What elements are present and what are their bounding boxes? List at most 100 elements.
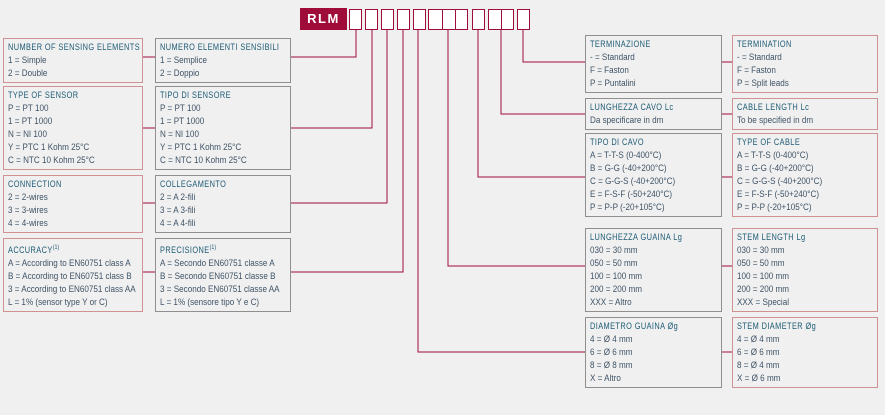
connector-termination — [522, 30, 585, 63]
table-rows: 2 = 2-wires 3 = 3-wires 4 = 4-wires — [8, 191, 138, 230]
table-row: 100 = 100 mm — [737, 271, 790, 281]
table-row: Y = PTC 1 Kohm 25°C — [160, 142, 242, 152]
table-row: P = P-P (-20+105°C) — [590, 202, 665, 212]
table-row: F = Faston — [590, 65, 629, 75]
table-row: A = Secondo EN60751 classe A — [160, 258, 275, 268]
code-box-cable-type — [472, 9, 485, 30]
table-row: 1 = PT 1000 — [8, 116, 53, 126]
table-row: L = 1% (sensor type Y or C) — [8, 297, 108, 307]
table-row: 6 = Ø 6 mm — [737, 347, 780, 357]
table-title: ACCURACY(1) — [8, 244, 60, 255]
table-row: 3 = According to EN60751 class AA — [8, 284, 136, 294]
table-row: P = PT 100 — [160, 103, 201, 113]
table-row: 2 = 2-wires — [8, 192, 48, 202]
table-row: 1 = PT 1000 — [160, 116, 205, 126]
table-row: 2 = Doppio — [160, 68, 200, 78]
table-row: 030 = 30 mm — [737, 245, 785, 255]
table-row: B = According to EN60751 class B — [8, 271, 132, 281]
table-title: LUNGHEZZA GUAINA Lg — [590, 232, 683, 242]
table-accuracy: ACCURACY(1) A = According to EN60751 cla… — [3, 238, 143, 312]
table-rows: A = T-T-S (0-400°C) B = G-G (-40+200°C) C … — [737, 149, 873, 214]
code-box-sensor — [365, 9, 378, 30]
code-box-divider — [442, 10, 443, 29]
table-row: C = NTC 10 Kohm 25°C — [8, 155, 95, 165]
table-row: P = Split leads — [737, 78, 789, 88]
table-title: CABLE LENGTH Lc — [737, 102, 810, 112]
table-lunghezza-cavo: LUNGHEZZA CAVO Lc Da specificare in dm — [585, 98, 722, 130]
table-row: - = Standard — [737, 52, 782, 62]
table-title: STEM DIAMETER Øg — [737, 321, 817, 331]
table-row: 3 = Secondo EN60751 classe AA — [160, 284, 280, 294]
table-row: To be specified in dm — [737, 115, 814, 125]
table-rows: - = Standard F = Faston P = Split leads — [737, 51, 873, 90]
table-lunghezza-guaina: LUNGHEZZA GUAINA Lg 030 = 30 mm 050 = 50 … — [585, 228, 722, 312]
code-box-stem-length — [428, 9, 468, 30]
table-row: C = G-G-S (-40+200°C) — [590, 176, 676, 186]
table-row: E = F-S-F (-50+240°C) — [590, 189, 673, 199]
table-row: B = G-G (-40+200°C) — [737, 163, 814, 173]
table-rows: Da specificare in dm — [590, 114, 717, 127]
table-stem-diameter: STEM DIAMETER Øg 4 = Ø 4 mm 6 = Ø 6 mm 8 =… — [732, 317, 878, 388]
footnote-marker: (1) — [52, 244, 60, 251]
table-row: - = Standard — [590, 52, 635, 62]
table-row: N = NI 100 — [160, 129, 199, 139]
table-title: TERMINATION — [737, 39, 792, 49]
table-title: CONNECTION — [8, 179, 62, 189]
table-rows: - = Standard F = Faston P = Puntalini — [590, 51, 717, 90]
table-row: XXX = Special — [737, 297, 790, 307]
table-rows: P = PT 100 1 = PT 1000 N = NI 100 Y = PTC 1… — [160, 102, 286, 167]
table-rows: 4 = Ø 4 mm 6 = Ø 6 mm 8 = Ø 4 mm X = Ø 6 mm — [737, 333, 873, 385]
table-row: Da specificare in dm — [590, 115, 664, 125]
table-rows: 030 = 30 mm 050 = 50 mm 100 = 100 mm 200 = … — [737, 244, 873, 309]
table-row: 3 = 3-wires — [8, 205, 48, 215]
table-row: A = T-T-S (0-400°C) — [737, 150, 809, 160]
table-title: TIPO DI SENSORE — [160, 90, 231, 100]
table-row: 200 = 200 mm — [737, 284, 790, 294]
code-box-elements — [349, 9, 362, 30]
table-tipo-di-sensore: TIPO DI SENSORE P = PT 100 1 = PT 1000 N =… — [155, 86, 291, 170]
table-row: 4 = Ø 4 mm — [737, 334, 780, 344]
table-row: P = Puntalini — [590, 78, 636, 88]
table-title: TYPE OF SENSOR — [8, 90, 79, 100]
table-rows: A = T-T-S (0-400°C)B = G-G (-40+200°C)C … — [590, 149, 717, 214]
table-title: TYPE OF CABLE — [737, 137, 801, 147]
table-row: C = G-G-S (-40+200°C) — [737, 176, 823, 186]
footnote-marker: (1) — [209, 244, 217, 251]
connector-stem-length — [447, 30, 585, 267]
table-row: X = Ø 6 mm — [737, 373, 781, 383]
code-box-divider — [455, 10, 456, 29]
table-type-of-cable: TYPE OF CABLE A = T-T-S (0-400°C) B = G-G… — [732, 133, 878, 217]
table-row: 4 = 4-wires — [8, 218, 48, 228]
table-title: COLLEGAMENTO — [160, 179, 227, 189]
table-row: 030 = 30 mm — [590, 245, 638, 255]
table-row: F = Faston — [737, 65, 776, 75]
code-box-connection — [381, 9, 394, 30]
table-title: DIAMETRO GUAINA Øg — [590, 321, 679, 331]
table-row: Y = PTC 1 Kohm 25°C — [8, 142, 90, 152]
table-title: NUMERO ELEMENTI SENSIBILI — [160, 42, 280, 52]
connector-connection — [291, 30, 388, 204]
table-row: 6 = Ø 6 mm — [590, 347, 633, 357]
table-row: 8 = Ø 8 mm — [590, 360, 633, 370]
table-row: X = Altro — [590, 373, 621, 383]
connector-cable-type — [477, 30, 585, 178]
code-box-cable-length — [488, 9, 514, 30]
table-row: N = NI 100 — [8, 129, 47, 139]
table-row: L = 1% (sensore tipo Y e C) — [160, 297, 260, 307]
table-row: 050 = 50 mm — [737, 258, 785, 268]
table-row: B = G-G (-40+200°C) — [590, 163, 667, 173]
table-row: 8 = Ø 4 mm — [737, 360, 780, 370]
connector-sensor — [291, 30, 373, 129]
table-termination: TERMINATION - = Standard F = Faston P = Sp… — [732, 35, 878, 93]
table-row: A = According to EN60751 class A — [8, 258, 131, 268]
table-row: 050 = 50 mm — [590, 258, 638, 268]
table-row: 100 = 100 mm — [590, 271, 643, 281]
